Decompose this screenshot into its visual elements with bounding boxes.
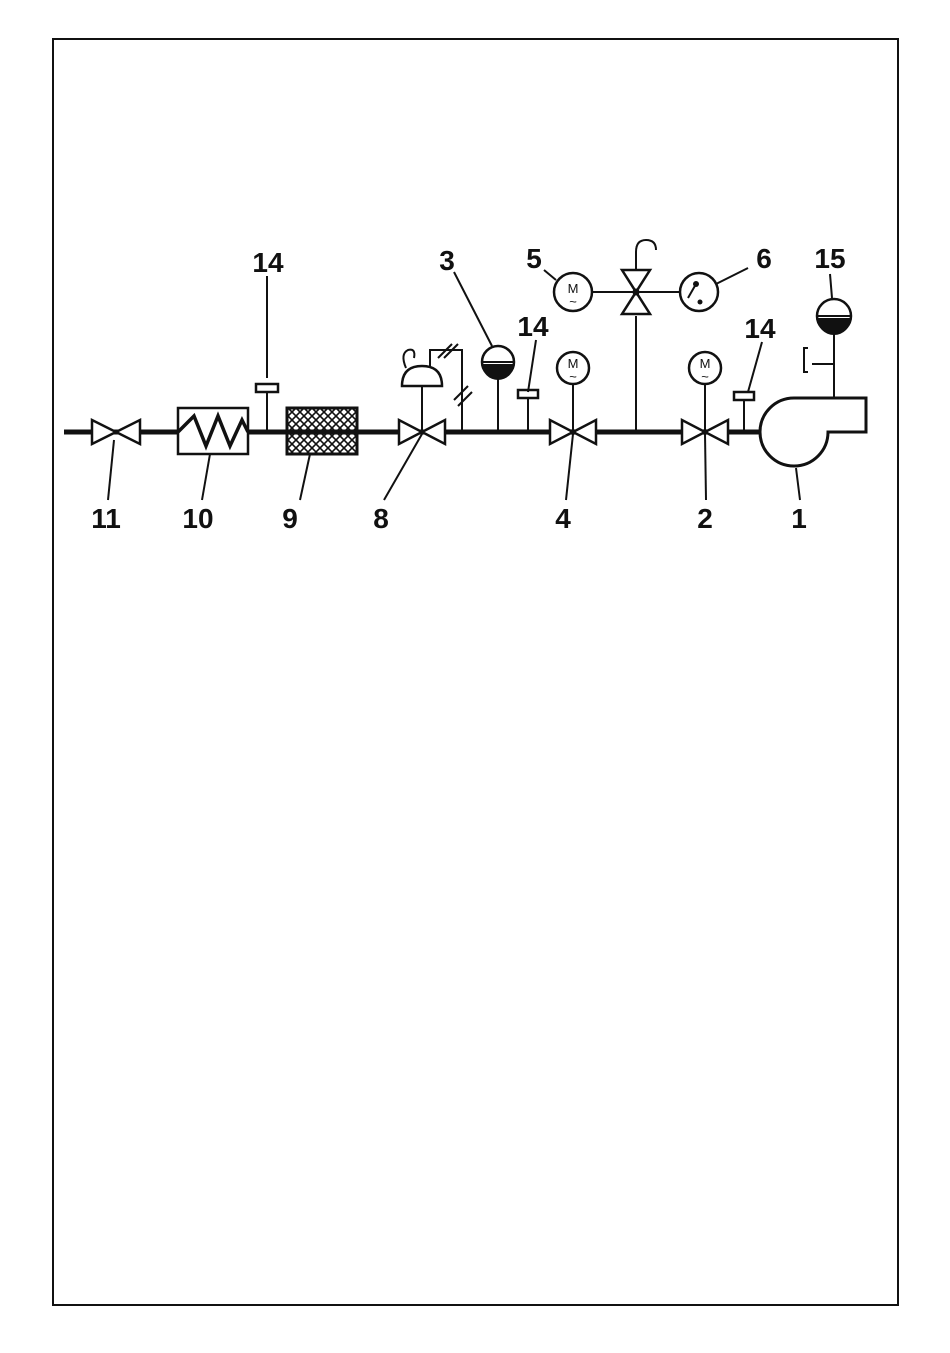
label-14-left: 14 [252,247,284,278]
label-8: 8 [373,503,389,534]
leader-lines [108,268,832,500]
label-11: 11 [91,503,121,534]
label-9: 9 [282,503,298,534]
label-14-right: 14 [744,313,776,344]
label-15: 15 [814,243,845,274]
label-1: 1 [791,503,807,534]
filter-9 [287,408,357,454]
test-point-14-middle [518,390,538,432]
blower-1 [760,299,866,466]
pressure-switch-3 [482,346,514,432]
regulator-8 [399,344,472,444]
label-14-middle: 14 [517,311,549,342]
heater-10 [178,408,248,454]
valve-11 [92,420,140,444]
label-5: 5 [526,243,542,274]
valve-proving-assembly: M ~ [554,240,718,432]
label-4: 4 [555,503,571,534]
label-3: 3 [439,245,455,276]
test-point-14-right [734,392,754,432]
solenoid-valve-4: M ~ [550,352,596,444]
test-point-14-left [256,276,278,432]
motor-2-wave: ~ [701,369,709,384]
label-6: 6 [756,243,772,274]
label-2: 2 [697,503,713,534]
solenoid-valve-2: M ~ [682,352,728,444]
motor-5-wave: ~ [569,294,577,309]
motor-wave: ~ [569,369,577,384]
label-10: 10 [182,503,213,534]
